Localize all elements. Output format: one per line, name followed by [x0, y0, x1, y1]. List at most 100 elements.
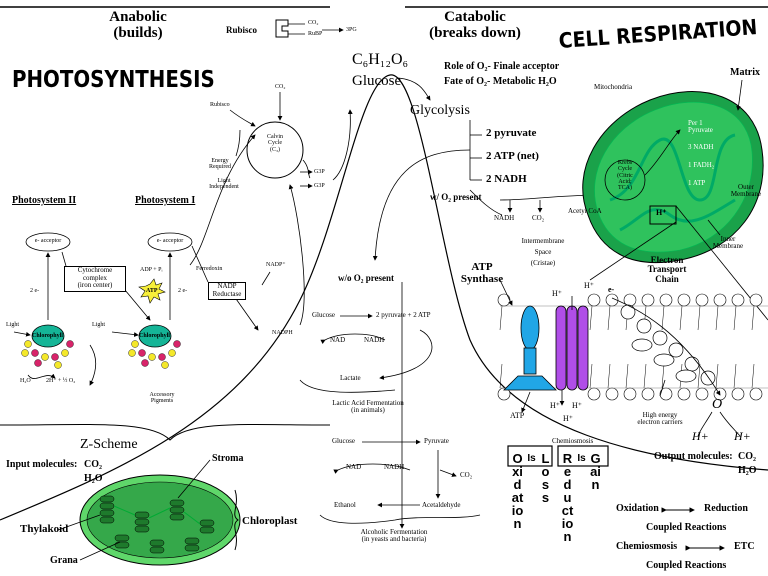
h-plus-box: [649, 205, 677, 225]
mito-h-plus: H⁺: [656, 208, 667, 217]
yield-atp: 1 ATP: [688, 179, 706, 187]
accessory-pigments: Accessory Pigments: [149, 392, 175, 405]
lipid-head: [695, 387, 709, 401]
intermembrane-space: Intermembrane Space (Cristae): [521, 237, 565, 268]
lactic-arrow-text: 2 pyruvate + 2 ATP: [376, 311, 431, 319]
h-plus-4: H⁺: [572, 401, 582, 410]
photosystem-1: Photosystem I: [135, 195, 196, 206]
g3p-a: G3P: [314, 169, 325, 175]
thylakoid-label: Thylakoid: [20, 523, 69, 535]
carriers-pointer: [659, 379, 666, 397]
atp-star-label: ATP: [146, 288, 158, 294]
cytochrome-complex: Cytochrome complex (iron center): [64, 266, 126, 292]
ferredoxin-line: [191, 245, 209, 283]
etc-bottom: ETC: [734, 541, 755, 552]
lipid-head: [695, 293, 709, 307]
nadp-plus: NADP⁺: [266, 262, 286, 268]
light-arrow-b: [111, 331, 139, 337]
h-plus-2: H⁺: [584, 281, 594, 290]
lactic-nad: NAD: [330, 336, 346, 344]
rig-reduction: Reduction: [561, 451, 574, 544]
adp-label: ADP + Pᵢ: [140, 267, 163, 273]
glycolysis-pyruvate: 2 pyruvate: [486, 127, 537, 139]
electron-flow-arrow: [611, 297, 721, 396]
high-energy-carriers: High energy electron carriers: [637, 411, 683, 427]
glucose-arch-curve: [0, 74, 768, 521]
ps1-electrons: 2 e-: [178, 288, 188, 294]
inner-membrane: Inner Membrane: [712, 235, 744, 251]
calvin-cycle-label: Calvin Cycle (C₃): [267, 134, 283, 153]
atp-synthase-label: ATP Synthase: [460, 261, 504, 285]
chlorophyll-b: Chlorophyll: [139, 333, 170, 339]
lipid-head: [605, 387, 619, 401]
z-scheme-label: Z-Scheme: [80, 437, 138, 452]
lipid-head: [587, 387, 601, 401]
lipid-tail: [499, 363, 503, 389]
calvin-cycle-circle: [246, 121, 304, 179]
ps1-acceptor-oval: [147, 232, 193, 252]
lipid-head: [497, 293, 511, 307]
output-label: Output molecules:: [654, 451, 733, 462]
g3p-b: G3P: [314, 183, 325, 189]
yield-nadh: 3 NADH: [688, 143, 714, 151]
rubisco-rubp: RuBP: [308, 31, 323, 37]
pyruvate-to-lactate: [379, 329, 433, 380]
g3p-to-glucose: [332, 109, 353, 181]
oil-oxidation: Oxidation: [511, 451, 524, 531]
lipid-head: [659, 293, 673, 307]
krebs-cycle-circle: [604, 159, 646, 201]
lipid-head: [641, 293, 655, 307]
nadp-reductase: NADP Reductase: [208, 282, 246, 300]
water-split-arrow: [27, 373, 56, 379]
lactic-glucose: Glucose: [312, 311, 335, 319]
glucose-name: Glucose: [352, 73, 402, 89]
calvin-co2: CO₂: [275, 84, 286, 90]
atp-starburst: [138, 278, 166, 304]
chloroplast-bracket: [234, 489, 239, 551]
lipid-head: [749, 293, 763, 307]
grana-label: Grana: [50, 555, 78, 566]
lipid-head: [731, 387, 745, 401]
electron-label: e-: [608, 285, 615, 294]
lipid-tail: [589, 363, 593, 389]
lactate: Lactate: [340, 374, 361, 382]
alcoholic-title: Alcoholic Fermentation (in yeasts and ba…: [360, 528, 428, 544]
etc-membrane: [497, 293, 768, 401]
inner-pointer: [707, 219, 721, 236]
alc-nad: NAD: [346, 463, 362, 471]
matrix-pointer: [736, 79, 743, 111]
atp-output-arrow: [521, 391, 531, 413]
alc-nad-arrow: [333, 463, 411, 474]
chemiosmosis-label: Chemiosmosis: [552, 437, 594, 445]
lipid-tail: [697, 363, 701, 389]
lipid-tail: [499, 305, 503, 331]
ps2-chlorophyll-cluster: [21, 324, 74, 369]
per-pyruvate: Per 1 Pyruvate: [688, 119, 713, 135]
water-split-label: 2H⁺ + ½ O₂: [46, 378, 76, 384]
o-to-h-right: [719, 411, 741, 437]
glycolysis-title: Glycolysis: [410, 103, 470, 118]
ps2-acceptor-oval: [25, 232, 71, 252]
light-arrow-a: [13, 331, 31, 337]
krebs-label: Krebs Cycle (Citric Acid; TCA): [617, 160, 633, 192]
rubisco-to-calvin: [229, 109, 256, 127]
electron-carrier-chain: [620, 304, 716, 386]
lipid-tail: [679, 305, 683, 331]
acetyl-coa: Acetyl CoA: [568, 207, 602, 215]
calvin-rubisco: Rubisco: [210, 102, 230, 108]
h-plus-right: H+: [734, 429, 751, 443]
lactic-nadh: NADH: [364, 336, 385, 344]
h-plus-3: H⁺: [550, 401, 560, 410]
mito-co2: CO₂: [532, 214, 545, 222]
lipid-tail: [643, 363, 647, 389]
chloroplast-label: Chloroplast: [242, 515, 298, 527]
z-scheme-bracket: [0, 423, 331, 441]
lipid-tail: [661, 305, 665, 331]
matrix-label: Matrix: [730, 67, 760, 78]
input-co2: CO₂: [84, 459, 102, 470]
alc-nadh: NADH: [384, 463, 405, 471]
alc-pyruvate: Pyruvate: [424, 437, 449, 445]
lipid-tail: [751, 305, 755, 331]
lipid-tail: [607, 363, 611, 389]
lipid-tail: [733, 363, 737, 389]
